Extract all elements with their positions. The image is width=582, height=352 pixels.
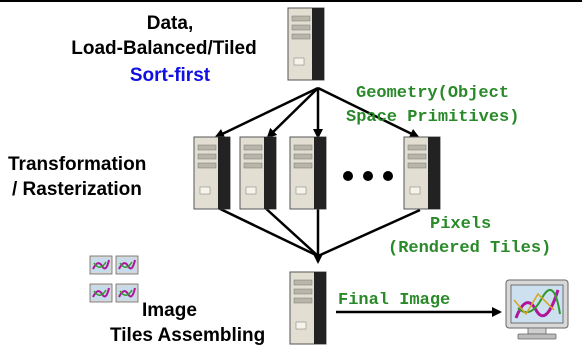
geometry-label: Geometry(Object <box>356 84 510 103</box>
rasterization-label: / Rasterization <box>12 179 142 200</box>
line-from-render-5 <box>317 208 421 258</box>
data-label: Data, <box>146 13 194 34</box>
pixels-label: Pixels <box>430 215 492 234</box>
final-image-monitor-icon <box>504 278 570 341</box>
top-border-line <box>0 0 582 2</box>
render-server-icon-1 <box>193 136 231 210</box>
transformation-label: Transformation <box>8 154 147 175</box>
image-tile-icon-2 <box>115 255 139 275</box>
object-space-primitives-label: Space Primitives) <box>346 108 520 127</box>
image-tile-icon-3 <box>89 283 113 303</box>
ellipsis-dot-1 <box>343 171 353 181</box>
arrow-to-render-1 <box>214 86 319 139</box>
line-from-render-1 <box>211 203 319 258</box>
render-server-icon-3 <box>289 136 327 210</box>
image-tile-icon-1 <box>89 255 113 275</box>
arrow-to-render-2 <box>266 87 319 139</box>
render-server-icon-5 <box>403 136 441 210</box>
data-server-icon <box>287 7 325 81</box>
image-label: Image <box>142 300 197 321</box>
load-balanced-label: Load-Balanced/Tiled <box>71 38 257 59</box>
final-image-label: Final Image <box>338 291 451 310</box>
ellipsis-dot-3 <box>383 171 393 181</box>
assembling-server-icon <box>289 271 327 345</box>
ellipsis-dot-2 <box>363 171 373 181</box>
arrow-to-render-5 <box>317 86 420 139</box>
tiles-assembling-label: Tiles Assembling <box>110 325 266 346</box>
line-from-render-2 <box>261 204 319 257</box>
sort-first-label: Sort-first <box>129 65 211 86</box>
render-server-icon-2 <box>239 136 277 210</box>
image-tile-icon-4 <box>115 283 139 303</box>
rendered-tiles-label: (Rendered Tiles) <box>388 239 552 258</box>
